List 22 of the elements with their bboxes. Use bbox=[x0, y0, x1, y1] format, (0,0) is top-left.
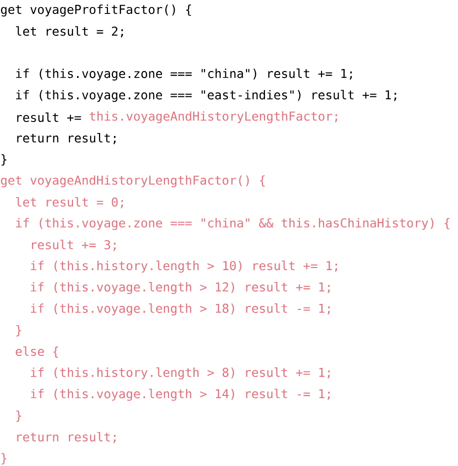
code-line: if (this.voyage.zone === "east-indies") result += 1; bbox=[16, 90, 396, 102]
code-line: return result; bbox=[17, 432, 116, 444]
code-line: if (this.voyage.length > 12) result += 1; bbox=[30, 282, 330, 294]
code-line: this.voyageAndHistoryLengthFactor; bbox=[90, 111, 338, 124]
code-line: result += 3; bbox=[32, 240, 116, 251]
code-line: if (this.voyage.length > 18) result -= 1; bbox=[30, 303, 330, 316]
code-line: get voyageProfitFactor() { bbox=[1, 4, 191, 16]
code-line: } bbox=[2, 154, 6, 166]
code-line: let result = 0; bbox=[16, 197, 123, 208]
code-line: if (this.history.length > 10) result += 1; bbox=[30, 260, 338, 273]
code-line: if (this.history.length > 8) result += 1; bbox=[30, 367, 330, 380]
code-line: get voyageAndHistoryLengthFactor() { bbox=[1, 175, 265, 188]
code-line: } bbox=[16, 325, 22, 336]
code-line: let result = 2; bbox=[16, 26, 123, 38]
code-line: if (this.voyage.zone === "china" && this.hasChinaHistory) { bbox=[16, 218, 450, 230]
code-line: else { bbox=[16, 346, 58, 358]
code-line: if (this.voyage.length > 14) result -= 1; bbox=[30, 388, 330, 401]
code-line: return result; bbox=[17, 133, 116, 144]
code-line: } bbox=[16, 410, 22, 422]
code-line: result += bbox=[17, 112, 81, 122]
code-line: } bbox=[2, 453, 6, 465]
code-line: if (this.voyage.zone === "china") result += 1; bbox=[16, 68, 352, 81]
